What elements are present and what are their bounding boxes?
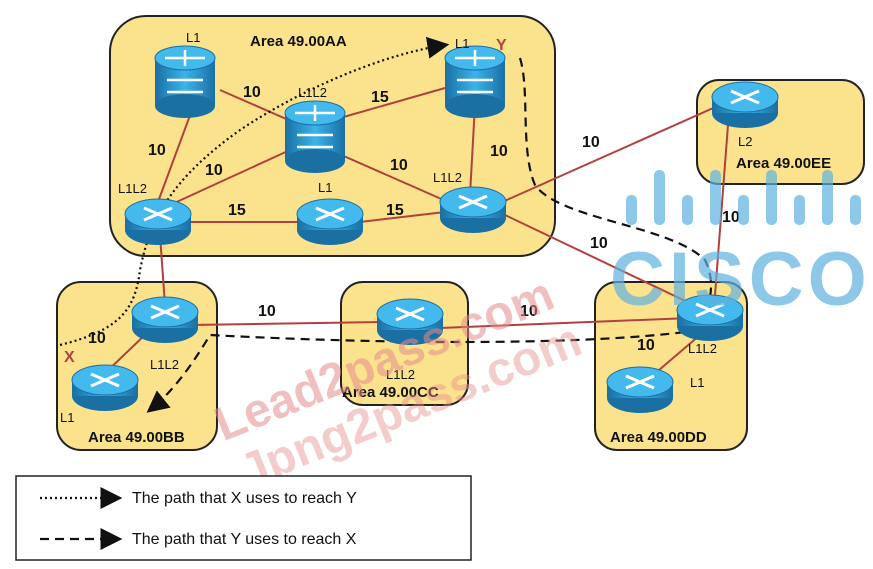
router-dd-bottom — [606, 366, 674, 413]
metric-bb-cc: 10 — [258, 303, 276, 320]
link-bm-br — [359, 211, 446, 223]
area-cc-label: Area 49.00CC — [342, 384, 439, 401]
role-aa-bottom-right: L1L2 — [433, 170, 462, 185]
link-bl-bb — [159, 234, 166, 306]
cisco-logo-bars — [626, 170, 861, 225]
router-bb-bottom — [71, 364, 139, 411]
path-x-to-y — [59, 36, 450, 347]
endpoint-y-label: Y — [496, 37, 507, 54]
metric-bl-bm: 15 — [228, 202, 246, 219]
metric-ee-dd: 10 — [722, 209, 740, 226]
role-aa-center: L1L2 — [298, 85, 327, 100]
link-ee-dd — [714, 124, 729, 296]
metric-bm-br: 15 — [386, 202, 404, 219]
routers — [71, 81, 779, 413]
router-cc — [376, 298, 444, 345]
metric-center-br: 10 — [390, 157, 408, 174]
metric-dd-l1: 10 — [637, 337, 655, 354]
metric-center-bl: 10 — [205, 162, 223, 179]
link-br-ee — [499, 104, 721, 204]
link-center-bl — [169, 149, 291, 206]
metric-tr-br: 10 — [490, 143, 508, 160]
metric-bb-x: 10 — [88, 330, 106, 347]
role-aa-bottom-left: L1L2 — [118, 181, 147, 196]
metric-center-tr: 15 — [371, 89, 389, 106]
tall-switches — [154, 45, 506, 173]
links — [99, 87, 729, 383]
role-aa-top-right: L1 — [455, 36, 469, 51]
legend: The path that X uses to reach Y The path… — [15, 475, 472, 561]
router-aa-bottom-left — [124, 198, 192, 245]
role-ee: L2 — [738, 134, 752, 149]
router-dd-top — [676, 294, 744, 341]
metric-br-ee: 10 — [582, 134, 600, 151]
role-bb-top: L1L2 — [150, 357, 179, 372]
link-tl-bl — [154, 109, 193, 211]
metric-cc-dd: 10 — [520, 303, 538, 320]
area-bb-label: Area 49.00BB — [88, 429, 185, 446]
cisco-logo-text: CISCO — [610, 237, 871, 322]
legend-box — [15, 475, 472, 561]
link-tr-br — [469, 104, 476, 196]
legend-y-to-x: The path that Y uses to reach X — [132, 531, 357, 548]
area-ee-label: Area 49.00EE — [736, 155, 831, 172]
role-aa-bottom-mid: L1 — [318, 180, 332, 195]
metric-tl-bl: 10 — [148, 142, 166, 159]
metric-br-dd: 10 — [590, 235, 608, 252]
role-bb-bottom: L1 — [60, 410, 74, 425]
link-br-dd — [504, 214, 701, 309]
link-bb-cc — [189, 321, 386, 326]
role-dd-bottom: L1 — [690, 375, 704, 390]
path-y-to-x — [146, 57, 713, 413]
router-aa-bottom-right — [439, 186, 507, 233]
legend-x-to-y: The path that X uses to reach Y — [132, 490, 357, 507]
link-center-br — [329, 149, 456, 206]
role-aa-top-left: L1 — [186, 30, 200, 45]
switch-aa-center — [284, 100, 346, 173]
link-center-tr — [339, 87, 446, 119]
role-cc: L1L2 — [386, 367, 415, 382]
router-ee — [711, 81, 779, 128]
metric-tl-center: 10 — [243, 84, 261, 101]
router-aa-bottom-mid — [296, 198, 364, 245]
role-dd-top: L1L2 — [688, 341, 717, 356]
link-cc-dd — [439, 317, 691, 329]
endpoint-x-label: X — [64, 349, 75, 366]
switch-aa-top-left — [154, 45, 216, 118]
switch-aa-top-right — [444, 45, 506, 118]
router-bb-top — [131, 296, 199, 343]
area-dd-label: Area 49.00DD — [610, 429, 707, 446]
area-aa-label: Area 49.00AA — [250, 33, 347, 50]
cisco-logo: CISCO — [610, 170, 871, 322]
